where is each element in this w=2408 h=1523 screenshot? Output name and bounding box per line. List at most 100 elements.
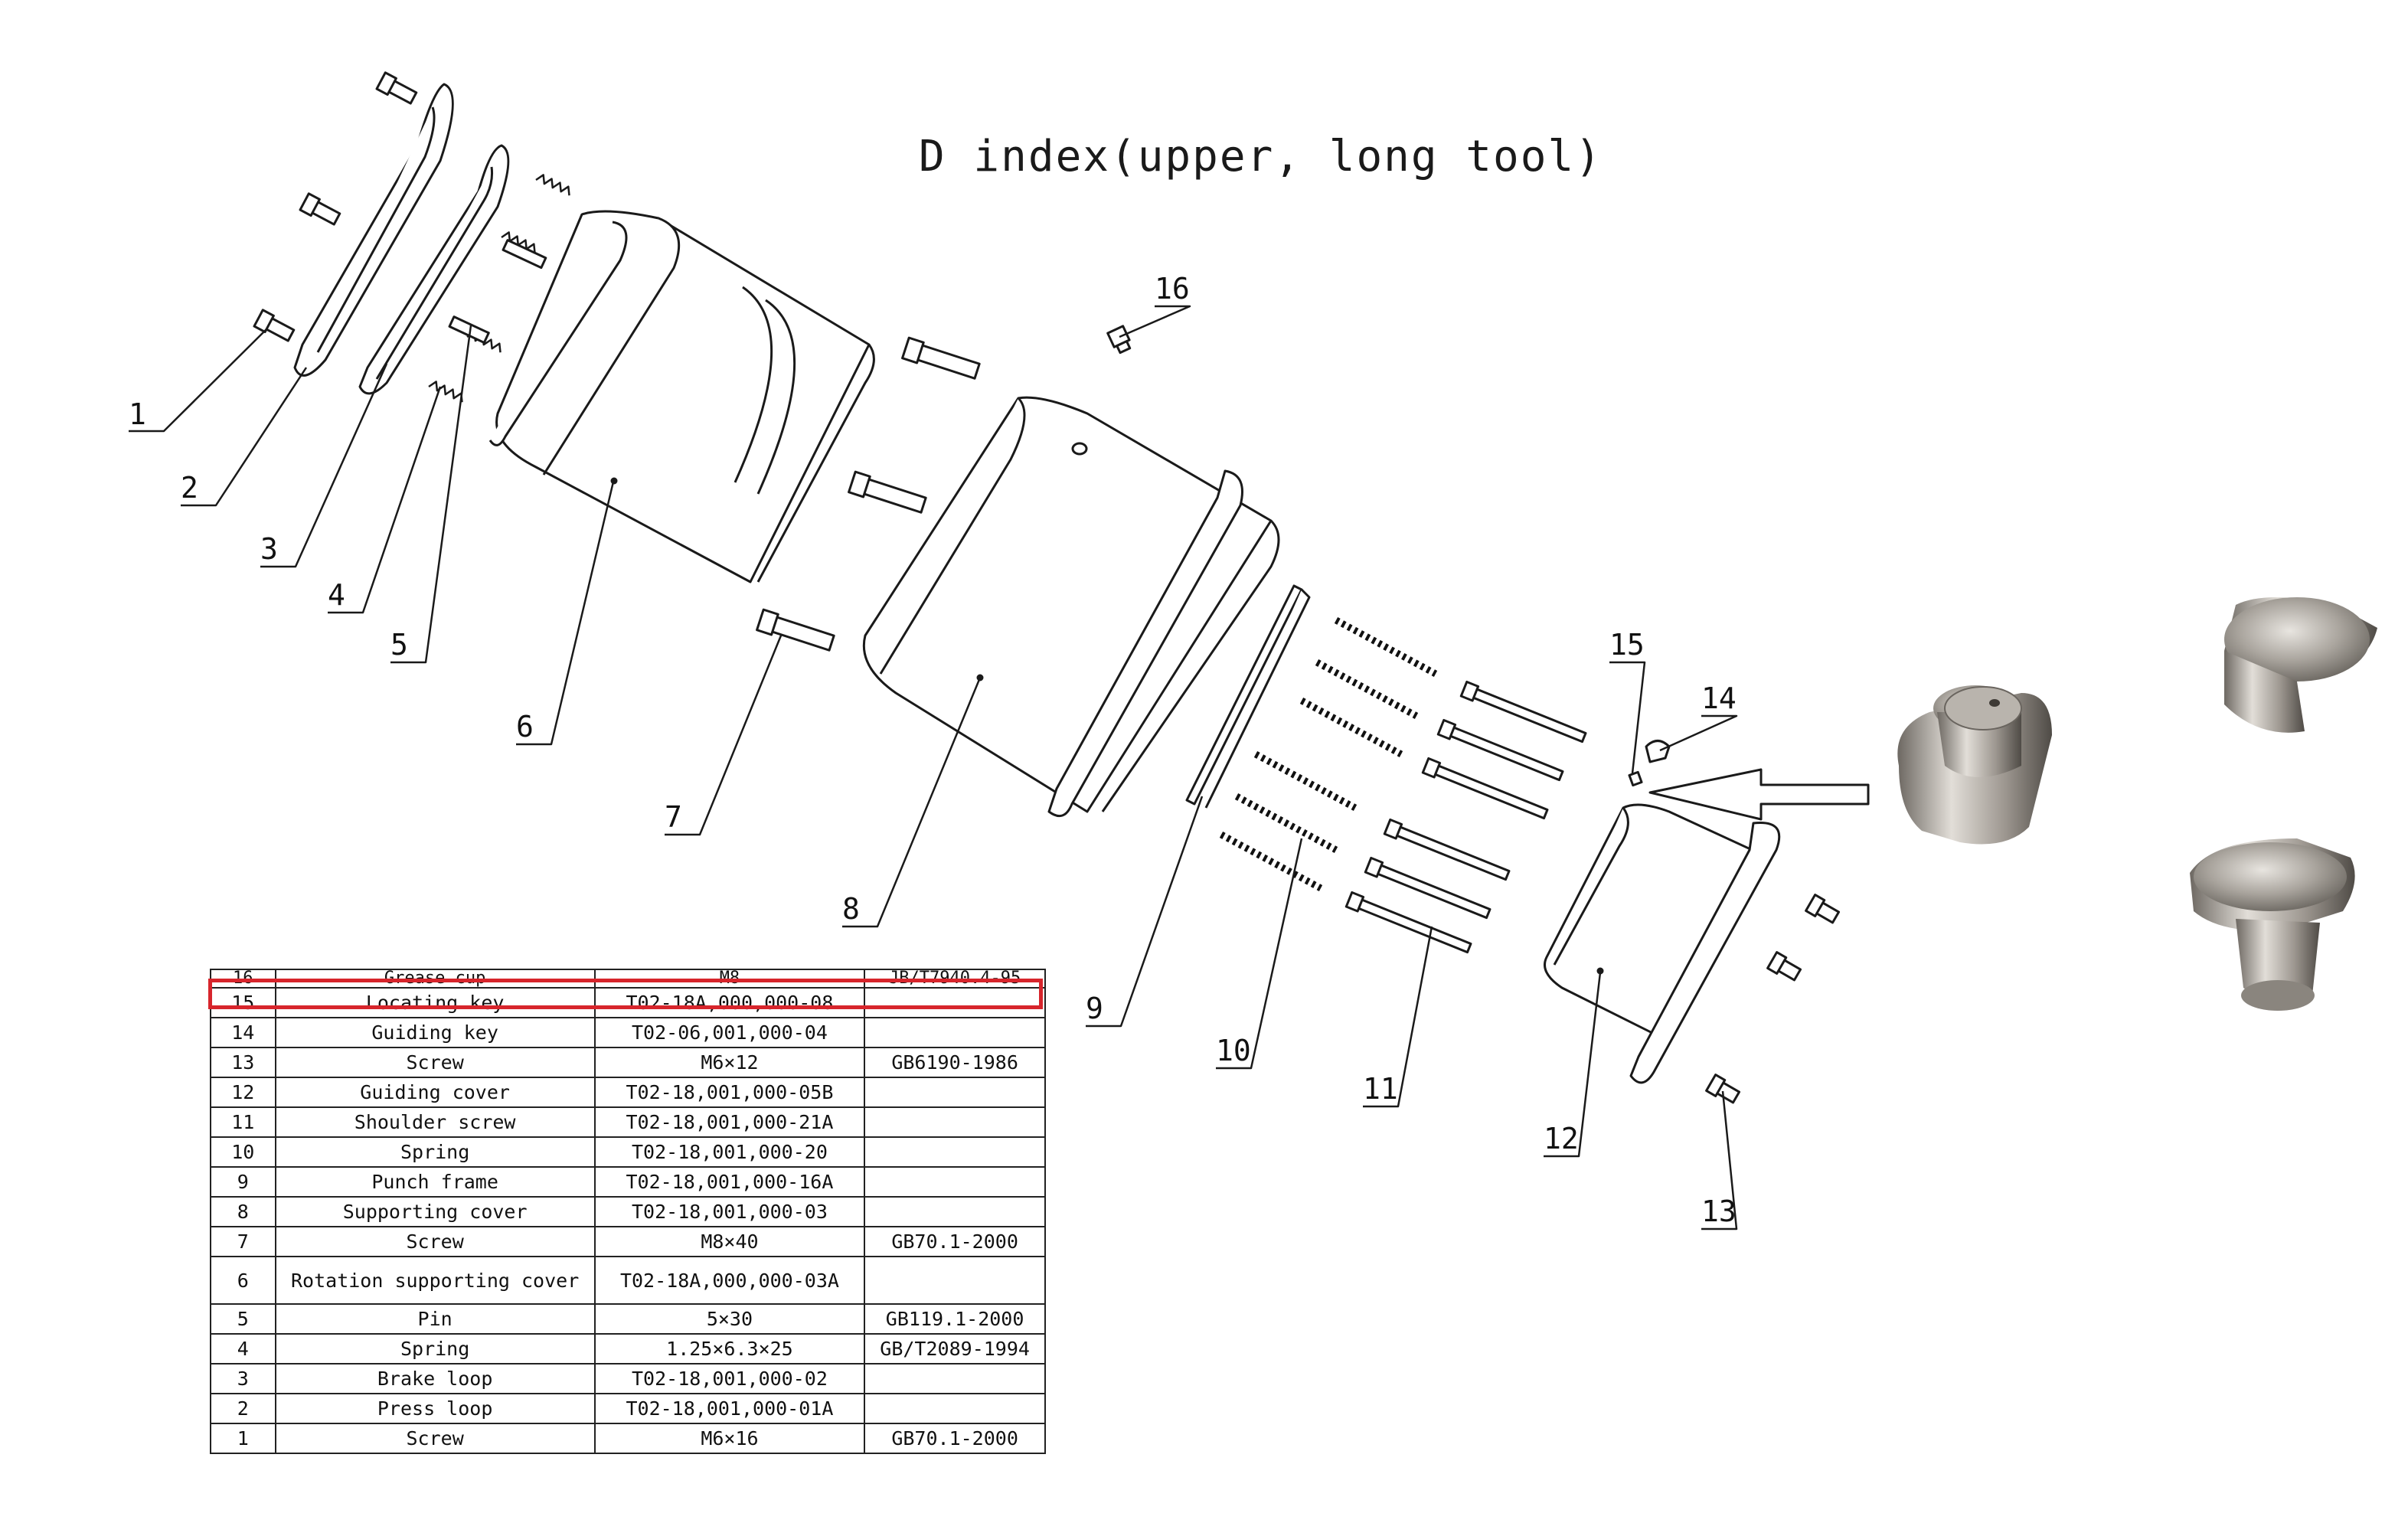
parts-cell-name: Press loop [274,1393,596,1424]
parts-cell-standard: GB70.1-2000 [864,1226,1046,1257]
part-2-press-loop [293,83,454,377]
parts-cell-standard [864,1136,1046,1168]
parts-cell-name: Locating key [274,987,596,1018]
part-12-guiding-cover [1544,803,1781,1084]
parts-cell-no: 15 [210,987,276,1018]
callout-3: 3 [260,532,278,566]
parts-cell-spec: T02-18,001,000-21A [593,1106,866,1138]
part-15-locating-key [1628,770,1643,787]
parts-cell-name: Supporting cover [274,1196,596,1227]
parts-cell-spec: T02-18,001,000-01A [593,1393,866,1424]
callout-6: 6 [516,710,534,744]
parts-cell-spec: T02-18,001,000-20 [593,1136,866,1168]
parts-cell-no: 14 [210,1017,276,1048]
parts-cell-spec: T02-18,001,000-05B [593,1077,866,1108]
callout-13: 13 [1701,1195,1737,1228]
parts-cell-spec: T02-18,001,000-02 [593,1363,866,1394]
parts-cell-no: 4 [210,1333,276,1364]
parts-cell-no: 2 [210,1393,276,1424]
callout-1: 1 [129,397,146,431]
parts-cell-standard [864,1166,1046,1198]
parts-cell-standard: GB70.1-2000 [864,1423,1046,1454]
callout-16: 16 [1155,272,1190,306]
part-13-screw [1705,894,1841,1104]
part-7-screw [756,336,981,652]
callout-4: 4 [328,578,345,612]
parts-cell-spec: M8×40 [593,1226,866,1257]
parts-cell-name: Spring [274,1333,596,1364]
parts-cell-no: 9 [210,1166,276,1198]
parts-cell-no: 11 [210,1106,276,1138]
parts-cell-name: Screw [274,1226,596,1257]
callout-7: 7 [665,800,682,834]
parts-cell-name: Spring [274,1136,596,1168]
parts-cell-no: 1 [210,1423,276,1454]
parts-cell-standard: JB/T7940.4-95 [864,969,1046,989]
parts-cell-name: Shoulder screw [274,1106,596,1138]
callout-8: 8 [842,892,860,926]
photo-locating-key-a [1897,685,2052,845]
parts-cell-spec: T02-18,001,000-03 [593,1196,866,1227]
parts-cell-spec: T02-18A,000,000-08 [593,987,866,1018]
parts-cell-name: Punch frame [274,1166,596,1198]
parts-cell-standard [864,1363,1046,1394]
parts-cell-standard: GB6190-1986 [864,1047,1046,1078]
parts-cell-no: 3 [210,1363,276,1394]
parts-cell-name: Guiding cover [274,1077,596,1108]
callout-10: 10 [1216,1034,1251,1067]
callout-15: 15 [1609,628,1645,662]
parts-cell-standard [864,1393,1046,1424]
parts-cell-no: 6 [210,1256,276,1305]
parts-cell-name: Rotation supporting cover [274,1256,596,1305]
parts-cell-standard [864,1256,1046,1305]
part-16-grease-cup [1106,325,1132,355]
photo-locating-key-c [2190,838,2355,1011]
part-14-guiding-key [1645,740,1671,763]
pointer-arrow [1648,768,1870,821]
callout-14: 14 [1701,681,1737,715]
part-11-shoulder-screw [1344,680,1587,954]
parts-cell-standard [864,1077,1046,1108]
callout-2: 2 [181,471,198,505]
parts-cell-no: 5 [210,1303,276,1335]
parts-cell-standard [864,1196,1046,1227]
parts-cell-spec: T02-18,001,000-16A [593,1166,866,1198]
parts-cell-name: Brake loop [274,1363,596,1394]
parts-cell-no: 8 [210,1196,276,1227]
leader-lines [129,305,1738,1230]
parts-cell-spec: M6×12 [593,1047,866,1078]
part-9-punch-frame [1185,584,1311,809]
parts-cell-standard: GB/T2089-1994 [864,1333,1046,1364]
parts-cell-spec: T02-06,001,000-04 [593,1017,866,1048]
parts-cell-no: 7 [210,1226,276,1257]
part-3-brake-loop [358,144,510,395]
part-6-rotation-supporting-cover [488,210,875,583]
parts-cell-standard [864,1017,1046,1048]
part-5-pin [448,239,547,344]
parts-cell-name: Screw [274,1047,596,1078]
parts-cell-no: 13 [210,1047,276,1078]
parts-cell-no: 10 [210,1136,276,1168]
parts-cell-name: Grease cup [274,969,596,989]
parts-cell-spec: 5×30 [593,1303,866,1335]
part-10-spring [1219,617,1438,891]
parts-cell-standard [864,987,1046,1018]
callout-9: 9 [1086,992,1103,1025]
